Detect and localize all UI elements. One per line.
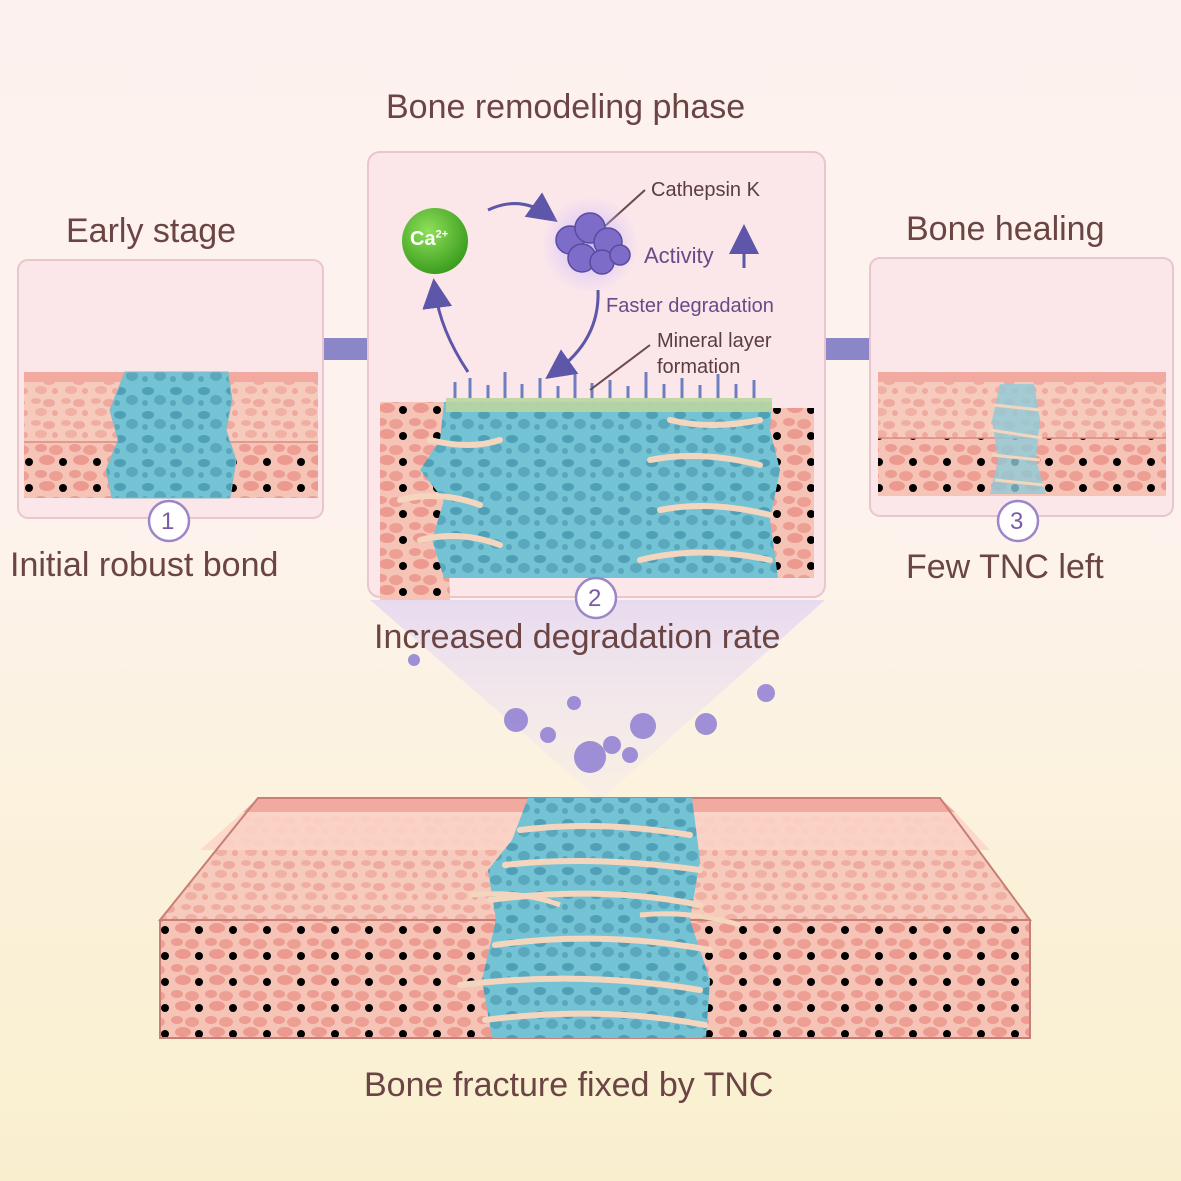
remodel-implant [420,402,780,578]
calcium-ion-icon [402,208,468,274]
early-stage-heading: Early stage [66,212,237,250]
calcium-symbol: Ca [410,228,436,250]
bone-healing-heading: Bone healing [906,210,1105,248]
remodel-panel [367,151,826,600]
stage-1-number: 1 [161,508,175,535]
cycle-arrow-top [487,192,558,222]
healing-caption: Few TNC left [906,548,1104,586]
faster-degradation-label: Faster degradation [606,295,774,317]
cycle-arrow-right [545,289,600,379]
bone-healing-panel [869,257,1174,517]
stage-number-circles [147,499,1040,620]
mineral-layer-label-line1: Mineral layer [657,330,772,352]
remodel-caption: Increased degradation rate [374,618,781,656]
bone-block [157,797,1032,1039]
cycle-arrow-left [422,278,470,373]
activity-label: Activity [644,243,714,268]
figure-title: Bone remodeling phase [386,88,746,126]
early-implant [105,371,237,499]
early-stage-caption: Initial robust bond [10,546,279,584]
early-stage-panel [17,259,324,519]
bottom-caption: Bone fracture fixed by TNC [364,1066,774,1104]
stage-2-circle [574,576,618,620]
stage-3-number: 3 [1010,508,1024,535]
healing-residual-implant [990,384,1046,494]
calcium-charge: 2+ [435,228,449,241]
stage-2-number: 2 [588,585,602,612]
calcium-label: Ca2+ [410,228,448,251]
stage-1-circle [147,499,191,543]
cathepsin-k-label: Cathepsin K [651,179,760,201]
floating-enzymes [408,654,775,773]
zoom-funnel [370,600,825,800]
mineral-layer-label-line2: formation [657,356,741,378]
stage-3-circle [996,499,1040,543]
cathepsin-k-enzyme-icon [555,212,631,275]
